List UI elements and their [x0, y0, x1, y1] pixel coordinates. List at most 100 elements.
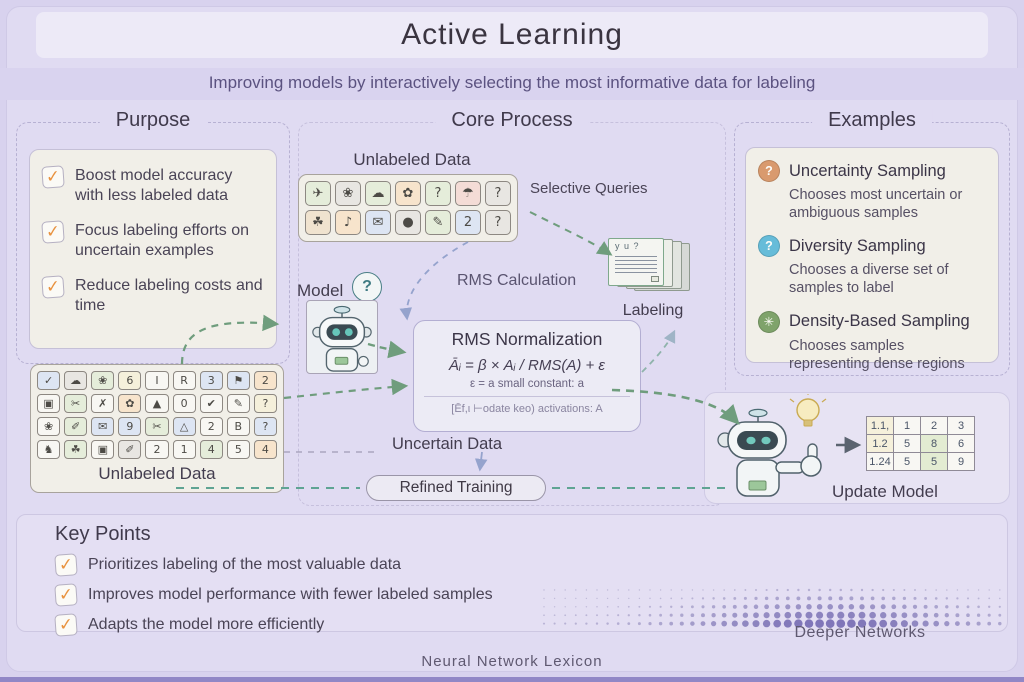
table-cell: 9 — [947, 452, 975, 471]
title-band — [36, 12, 988, 58]
checklist-item-label: Adapts the model more efficiently — [88, 615, 325, 633]
data-sample-cell: 2 — [145, 440, 169, 459]
table-cell: 6 — [947, 434, 975, 453]
data-sample-cell: ▣ — [37, 394, 61, 413]
data-sample-cell: ☁ — [365, 181, 391, 206]
data-sample-cell: ✐ — [118, 440, 142, 459]
page-title: Active Learning — [401, 18, 623, 51]
table-cell: 5 — [920, 452, 948, 471]
question-circle-orange-icon: ? — [758, 160, 780, 182]
data-sample-cell: ✓ — [37, 371, 61, 390]
halftone-dots-decoration — [542, 588, 1002, 628]
unlabeled-data-top-label: Unlabeled Data — [353, 150, 471, 169]
data-sample-cell: 0 — [172, 394, 196, 413]
table-cell: 1 — [893, 416, 921, 435]
data-sample-cell: ❀ — [37, 417, 61, 436]
subtitle-band — [0, 68, 1024, 100]
checkmark-icon: ✓ — [54, 583, 78, 607]
data-sample-cell: 4 — [253, 440, 277, 459]
deeper-networks-label: Deeper Networks — [794, 624, 926, 641]
document-lines — [615, 253, 657, 275]
checklist-item-label: Focus labeling efforts on uncertain exam… — [75, 221, 250, 260]
example-item-desc: Chooses samples representing dense regio… — [789, 337, 965, 372]
data-sample-cell: ? — [425, 181, 451, 206]
update-model-label: Update Model — [832, 482, 938, 501]
checklist-item: ✓ Prioritizes labeling of the most valuab… — [54, 553, 1007, 577]
data-sample-cell: ❀ — [335, 181, 361, 206]
rms-formula: Āᵢ = β × Aᵢ / RMS(A) + ε — [448, 357, 606, 374]
checklist-item-label: Reduce labeling costs and time — [75, 276, 263, 315]
data-sample-cell: ✎ — [425, 210, 451, 235]
model-label: Model — [297, 281, 344, 300]
data-sample-cell: 2 — [455, 210, 481, 235]
checkmark-icon: ✓ — [41, 220, 65, 244]
table-cell: 5 — [893, 434, 921, 453]
rms-box-title: RMS Normalization — [451, 329, 603, 349]
data-sample-cell: ▣ — [91, 440, 115, 459]
example-item-desc: Chooses most uncertain or ambiguous samp… — [789, 187, 963, 222]
table-cell: 1.24 — [866, 452, 894, 471]
data-sample-cell: ✔ — [199, 394, 223, 413]
data-sample-cell: ✉ — [91, 417, 115, 436]
checklist-item: ✓Reduce labeling costs and time — [41, 275, 264, 317]
table-cell: 2 — [920, 416, 948, 435]
update-robot-svg — [717, 392, 827, 497]
selective-queries-label: Selective Queries — [530, 180, 648, 197]
data-sample-cell: △ — [172, 417, 196, 436]
purpose-checklist: ✓ Boost model accuracy with less labeled … — [41, 165, 264, 317]
grid-row: ▣✂✗✿▲0✔✎? — [37, 394, 277, 413]
update-robot-illustration — [712, 392, 836, 505]
example-item-title: Uncertainty Sampling — [789, 161, 946, 180]
data-sample-cell: ● — [395, 210, 421, 235]
table-cell: 8 — [920, 434, 948, 453]
data-sample-cell: ✂ — [145, 417, 169, 436]
example-item-desc: Chooses a diverse set of samples to labe… — [789, 262, 949, 297]
data-sample-cell: ? — [253, 417, 277, 436]
example-item-head: ? Uncertainty Sampling — [758, 160, 986, 182]
document-tag — [651, 276, 659, 282]
rms-note: ε = a small constant: a — [469, 378, 585, 390]
data-sample-cell: ? — [485, 210, 511, 235]
data-sample-cell: ☁ — [64, 371, 88, 390]
data-sample-cell: ▲ — [145, 394, 169, 413]
key-points-title: Key Points — [55, 523, 151, 545]
data-sample-cell: ⚑ — [226, 371, 250, 390]
refined-training-node: Refined Training — [366, 475, 546, 501]
question-circle-blue-icon: ? — [758, 235, 780, 258]
model-robot-svg — [312, 305, 372, 372]
key-points-checklist: ✓ Prioritizes labeling of the most valuab… — [54, 553, 1007, 637]
data-sample-cell: ✐ — [64, 417, 88, 436]
checklist-item: ✓Improves model performance with fewer l… — [54, 583, 1007, 607]
unlabeled-data-top-grid: ✈❀☁✿?☂?☘♪✉●✎2? — [298, 174, 518, 242]
data-sample-cell: 3 — [199, 371, 223, 390]
example-item-head: ?Diversity Sampling — [758, 235, 986, 258]
data-sample-cell: 1 — [172, 440, 196, 459]
table-cell: 3 — [947, 416, 975, 435]
checkmark-icon: ✓ — [54, 553, 78, 577]
bottom-accent-strip — [0, 677, 1024, 682]
data-sample-cell: ? — [485, 181, 511, 206]
examples-title: Examples — [812, 109, 932, 132]
checklist-item: ✓ Focus labeling efforts on uncertain exa… — [41, 220, 264, 262]
gear-circle-green-icon: ✳ — [758, 310, 780, 333]
data-sample-cell: ☂ — [455, 181, 481, 206]
data-sample-cell: ✿ — [118, 394, 142, 413]
question-bubble-icon: ? — [352, 272, 382, 302]
checklist-item-label: Boost model accuracy with less labeled d… — [75, 167, 233, 205]
purpose-title: Purpose — [99, 109, 207, 132]
data-sample-cell: 4 — [199, 440, 223, 459]
data-sample-cell: 2 — [253, 371, 277, 390]
grid-row: ☘♪✉●✎2? — [305, 210, 511, 235]
table-cell: 1.2 — [866, 434, 894, 453]
data-sample-cell: ❀ — [91, 371, 115, 390]
data-sample-cell: ☘ — [64, 440, 88, 459]
data-sample-cell: ✿ — [395, 181, 421, 206]
checklist-item-label: Prioritizes labeling of the most valuabl… — [88, 555, 402, 573]
